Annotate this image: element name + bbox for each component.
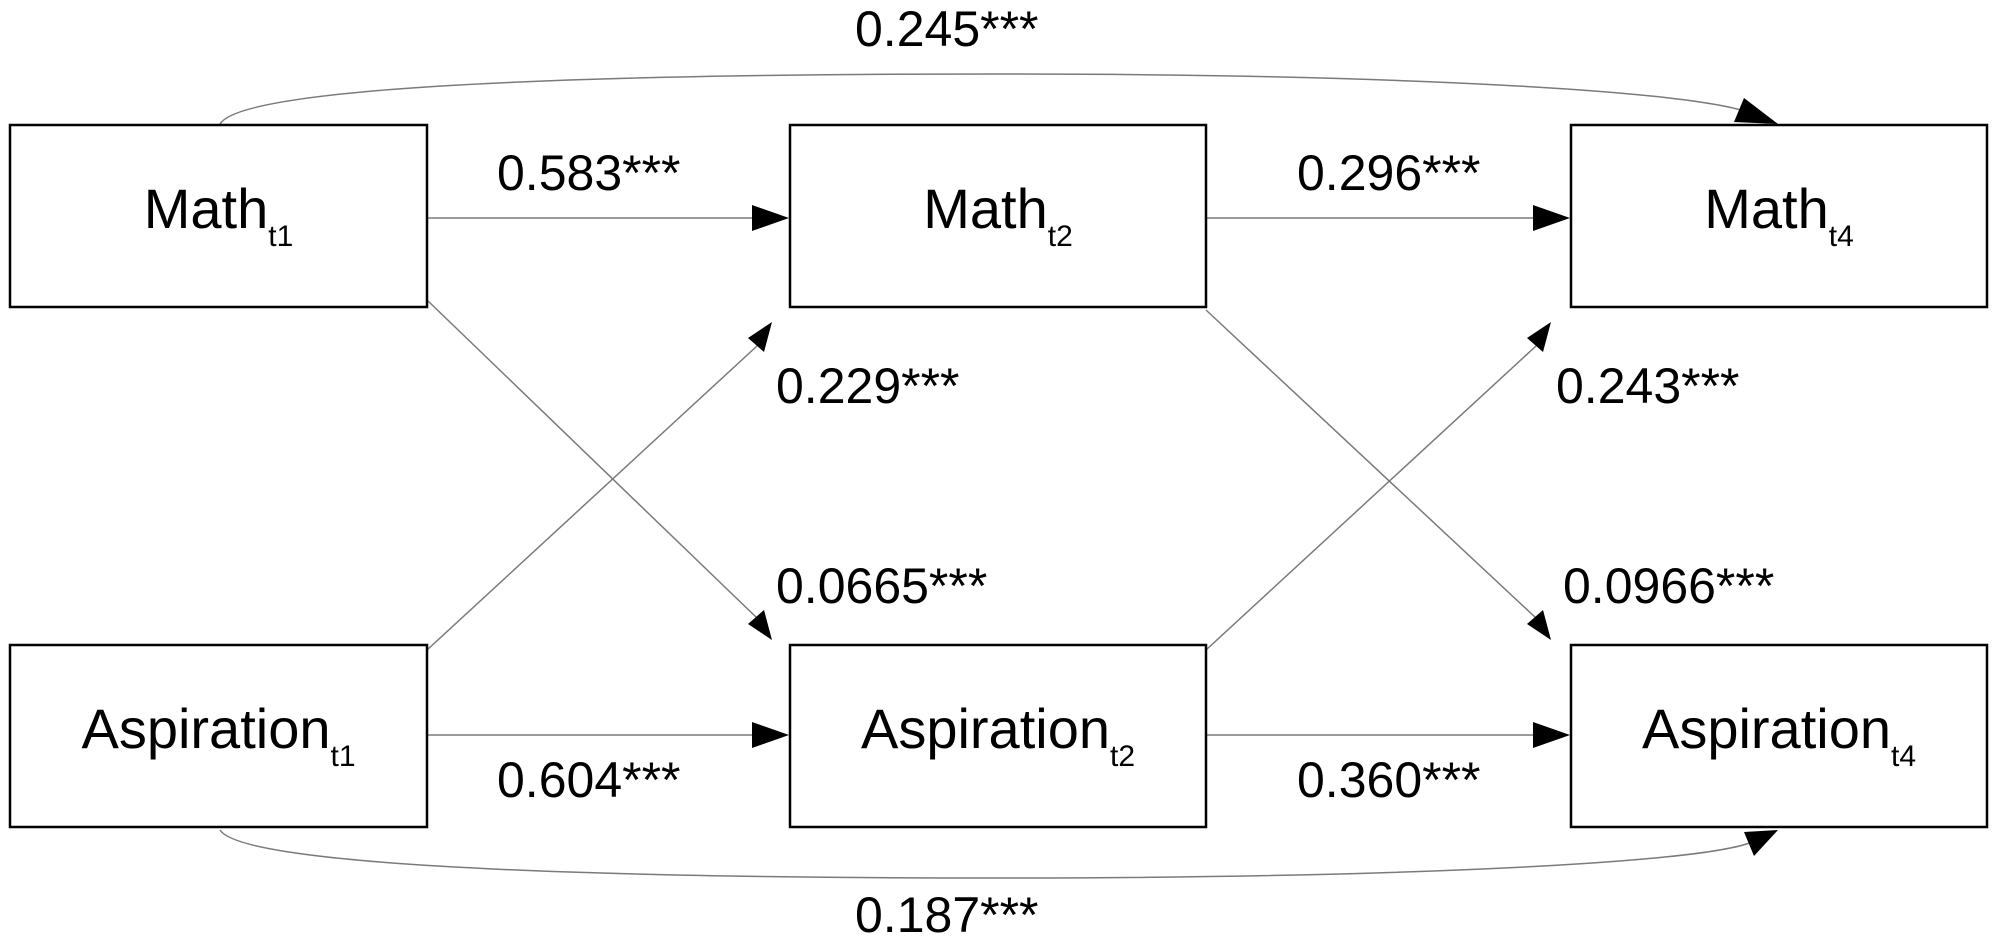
arrowhead	[748, 322, 772, 352]
arrowhead	[752, 722, 789, 748]
edge-asp-t1-to-asp-t4	[219, 829, 1753, 879]
edge-math-t1-to-math-t4	[219, 73, 1753, 125]
arrowhead	[1527, 322, 1551, 352]
coef-asp-t2-to-asp-t4: 0.360***	[1297, 752, 1481, 808]
node-subscript: t2	[1110, 740, 1135, 773]
edge-math-t2-to-asp-t4	[1205, 309, 1537, 619]
node-math-t4: Matht4	[1569, 123, 1989, 309]
coef-math-t2-to-math-t4: 0.296***	[1297, 145, 1481, 201]
node-label: Math	[923, 177, 1048, 240]
svg-text:Aspirationt1: Aspirationt1	[81, 697, 355, 773]
node-math-t1: Matht1	[8, 123, 429, 309]
arrowhead	[1734, 98, 1778, 124]
coefficient-labels: 0.245*** 0.583*** 0.296*** 0.229*** 0.24…	[497, 1, 1774, 943]
coef-asp-t1-to-asp-t2: 0.604***	[497, 752, 681, 808]
coef-asp-t2-to-math-t4: 0.243***	[1556, 358, 1740, 414]
node-aspiration-t4: Aspirationt4	[1569, 643, 1989, 829]
coef-asp-t1-to-asp-t4: 0.187***	[855, 887, 1039, 943]
node-label: Aspiration	[861, 697, 1110, 760]
svg-text:Matht2: Matht2	[923, 177, 1073, 253]
arrowhead	[752, 205, 789, 231]
node-subscript: t4	[1891, 740, 1916, 773]
arrowhead	[1527, 610, 1551, 640]
arrowhead	[1533, 205, 1570, 231]
node-label: Math	[1704, 177, 1829, 240]
svg-text:Matht1: Matht1	[144, 177, 294, 253]
coef-math-t2-to-asp-t4: 0.0966***	[1563, 558, 1774, 614]
node-aspiration-t2: Aspirationt2	[788, 643, 1208, 829]
svg-text:Matht4: Matht4	[1704, 177, 1854, 253]
edge-asp-t1-to-math-t2	[426, 345, 758, 651]
edge-math-t1-to-asp-t2	[426, 299, 758, 619]
node-subscript: t1	[331, 740, 356, 773]
node-label: Math	[144, 177, 269, 240]
node-aspiration-t1: Aspirationt1	[8, 643, 429, 829]
arrowhead	[1744, 830, 1778, 856]
arrowhead	[748, 610, 772, 640]
coef-math-t1-to-asp-t2: 0.0665***	[776, 558, 987, 614]
nodes: Matht1 Matht2 Matht4 Aspirationt1 Aspira…	[8, 123, 1989, 829]
node-subscript: t1	[268, 220, 293, 253]
node-subscript: t4	[1829, 220, 1854, 253]
svg-text:Aspirationt4: Aspirationt4	[1642, 697, 1916, 773]
node-label: Aspiration	[1642, 697, 1891, 760]
edges	[219, 73, 1778, 879]
edge-asp-t2-to-math-t4	[1205, 345, 1537, 651]
coef-math-t1-to-math-t4: 0.245***	[855, 1, 1039, 57]
node-label: Aspiration	[81, 697, 330, 760]
coef-asp-t1-to-math-t2: 0.229***	[776, 358, 960, 414]
svg-text:Aspirationt2: Aspirationt2	[861, 697, 1135, 773]
node-math-t2: Matht2	[788, 123, 1208, 309]
node-subscript: t2	[1048, 220, 1073, 253]
arrowhead	[1533, 722, 1570, 748]
coef-math-t1-to-math-t2: 0.583***	[497, 145, 681, 201]
